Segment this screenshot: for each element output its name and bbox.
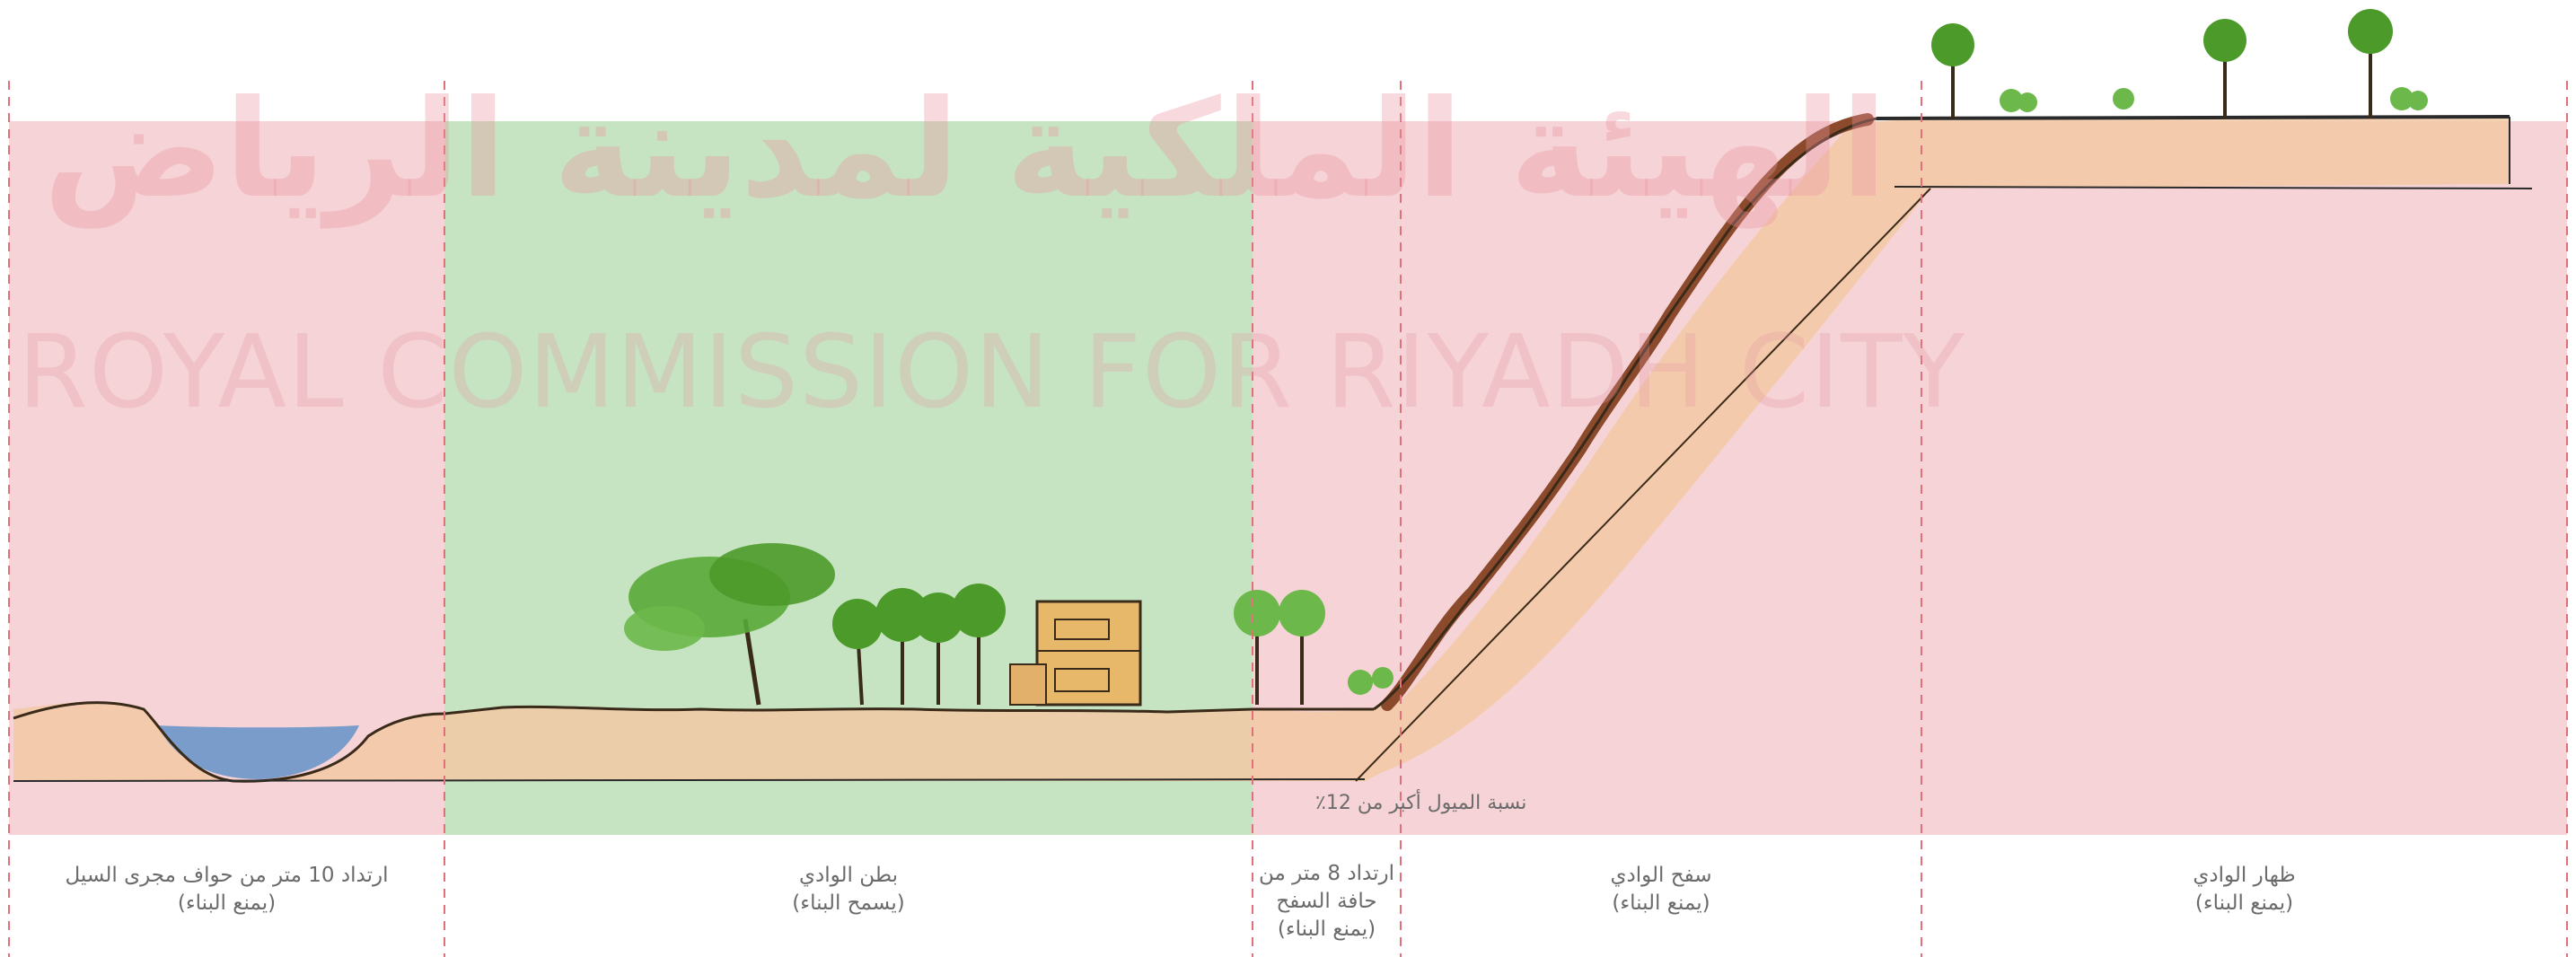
- base-line: [13, 778, 1366, 782]
- plateau-base-line: [1894, 186, 2533, 189]
- zone-label-setback-8m-line2: حافة السفح: [1276, 890, 1377, 913]
- zone-label-setback-10m-line2: (يمنع البناء): [177, 891, 277, 915]
- plateau-trees: [1931, 9, 2428, 119]
- zone-label-setback-8m: ارتداد 8 متر من حافة السفح (يمنع البناء): [1253, 860, 1401, 944]
- zone-label-wadi-bed: بطن الوادي (يسمح البناء): [444, 862, 1253, 917]
- flood-channel-water: [157, 725, 359, 779]
- zone-label-wadi-back: ظهار الوادي (يمنع البناء): [1921, 862, 2567, 917]
- zone-label-wadi-slope: سفح الوادي (يمنع البناء): [1401, 862, 1921, 917]
- zone-label-wadi-back-line2: (يمنع البناء): [2194, 891, 2294, 915]
- zone-band-wadi-back: [1921, 121, 2567, 835]
- zone-label-setback-10m-line1: ارتداد 10 متر من حواف مجرى السيل: [65, 864, 389, 887]
- zone-label-wadi-bed-line1: بطن الوادي: [798, 864, 898, 887]
- zone-label-wadi-slope-line2: (يمنع البناء): [1612, 891, 1710, 915]
- slope-note: نسبة الميول أكبر من 12٪: [1315, 792, 1527, 814]
- slope-base-line: [1355, 188, 1931, 782]
- house-sketch: [1009, 600, 1142, 707]
- zone-dividers: [8, 81, 2568, 957]
- watermark-arabic: الهيئة الملكية لمدينة الرياض: [43, 72, 1887, 228]
- zone-label-setback-10m: ارتداد 10 متر من حواف مجرى السيل (يمنع ا…: [9, 862, 444, 917]
- zone-label-wadi-bed-line2: (يسمح البناء): [792, 891, 905, 915]
- zone-label-setback-8m-line3: (يمنع البناء): [1277, 917, 1376, 941]
- watermark-english: ROYAL COMMISSION FOR RIYADH CITY: [18, 314, 1965, 431]
- zone-label-wadi-back-line1: ظهار الوادي: [2193, 864, 2296, 887]
- wadi-bed-trees: [624, 543, 1394, 706]
- plateau-top-line: [1876, 115, 2510, 120]
- zone-label-wadi-slope-line1: سفح الوادي: [1610, 864, 1712, 887]
- zone-label-setback-8m-line1: ارتداد 8 متر من: [1259, 862, 1394, 885]
- slope-outline: [1373, 117, 1877, 711]
- ground-section: [13, 117, 2510, 782]
